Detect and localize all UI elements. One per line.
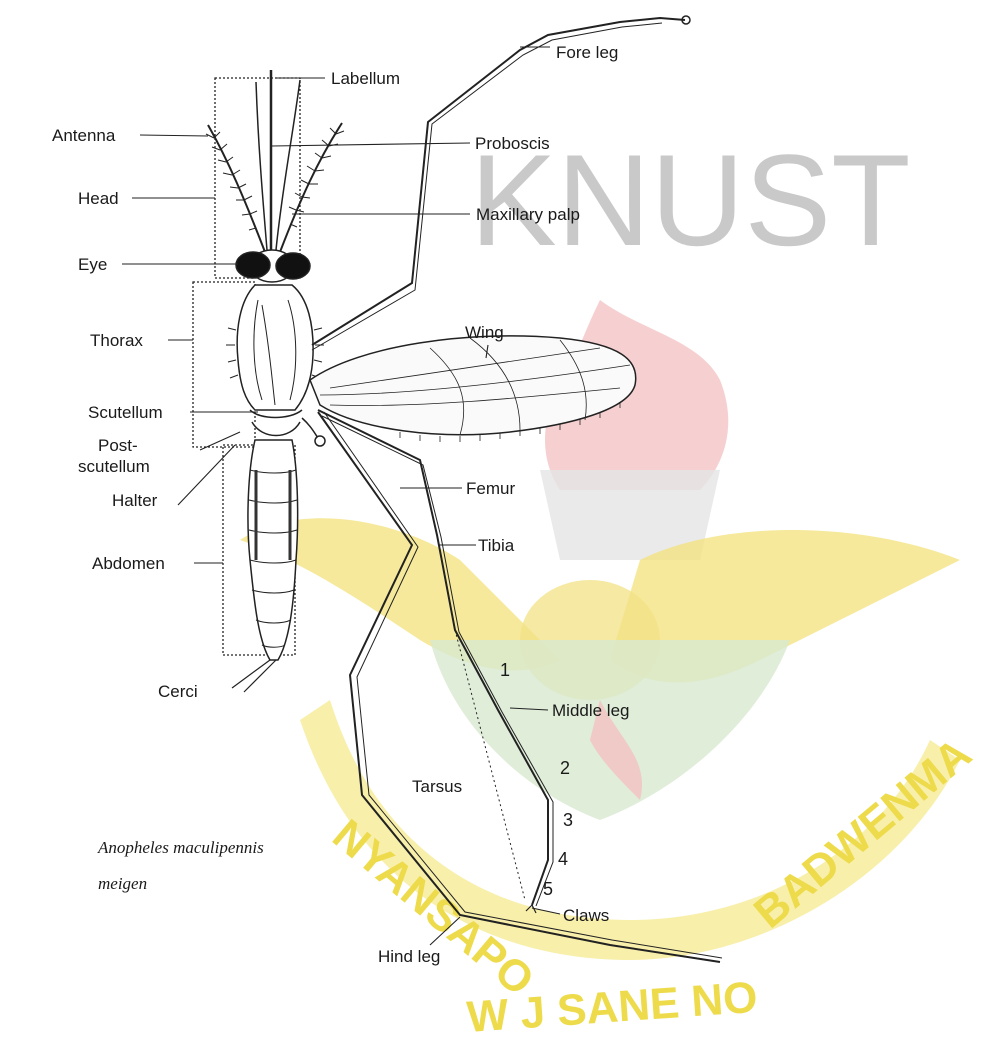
scutellum	[250, 410, 302, 418]
label-fore-leg: Fore leg	[556, 43, 618, 62]
tarsal-number-2: 2	[560, 758, 570, 778]
label-abdomen: Abdomen	[92, 554, 165, 573]
label-scutellum: Scutellum	[88, 403, 163, 422]
label-post: Post-	[98, 436, 138, 455]
label-femur: Femur	[466, 479, 515, 498]
label-head: Head	[78, 189, 119, 208]
eye-left	[236, 252, 270, 278]
species-name: Anopheles maculipennis	[97, 838, 264, 857]
halter	[302, 418, 318, 438]
tarsal-number-1: 1	[500, 660, 510, 680]
cerci	[232, 660, 276, 692]
label-eye: Eye	[78, 255, 107, 274]
eye-right	[276, 253, 310, 279]
maxillary-palp-left	[256, 82, 267, 250]
antenna-left	[206, 125, 265, 252]
postscutellum	[252, 422, 300, 436]
antenna-right	[280, 123, 344, 252]
label-postscutellum: scutellum	[78, 457, 150, 476]
label-thorax: Thorax	[90, 331, 143, 350]
knust-watermark: KNUST NYANSAPO BADWENMA W J SANE NO	[240, 127, 981, 1042]
label-maxillary-palp: Maxillary palp	[476, 205, 580, 224]
label-middle-leg: Middle leg	[552, 701, 630, 720]
label-halter: Halter	[112, 491, 158, 510]
tarsal-number-5: 5	[543, 879, 553, 899]
label-tarsus: Tarsus	[412, 777, 462, 796]
label-cerci: Cerci	[158, 682, 198, 701]
species-caption: Anopheles maculipennis meigen	[97, 838, 264, 893]
tarsal-number-4: 4	[558, 849, 568, 869]
watermark-motto-right: BADWENMA	[745, 729, 981, 938]
label-tibia: Tibia	[478, 536, 515, 555]
label-proboscis: Proboscis	[475, 134, 550, 153]
label-hind-leg: Hind leg	[378, 947, 440, 966]
label-antenna: Antenna	[52, 126, 116, 145]
label-claws: Claws	[563, 906, 609, 925]
species-author: meigen	[98, 874, 147, 893]
abdomen	[248, 440, 298, 660]
maxillary-palp-right	[276, 80, 300, 250]
label-wing: Wing	[465, 323, 504, 342]
tarsal-number-3: 3	[563, 810, 573, 830]
label-labellum: Labellum	[331, 69, 400, 88]
thorax	[237, 285, 313, 410]
